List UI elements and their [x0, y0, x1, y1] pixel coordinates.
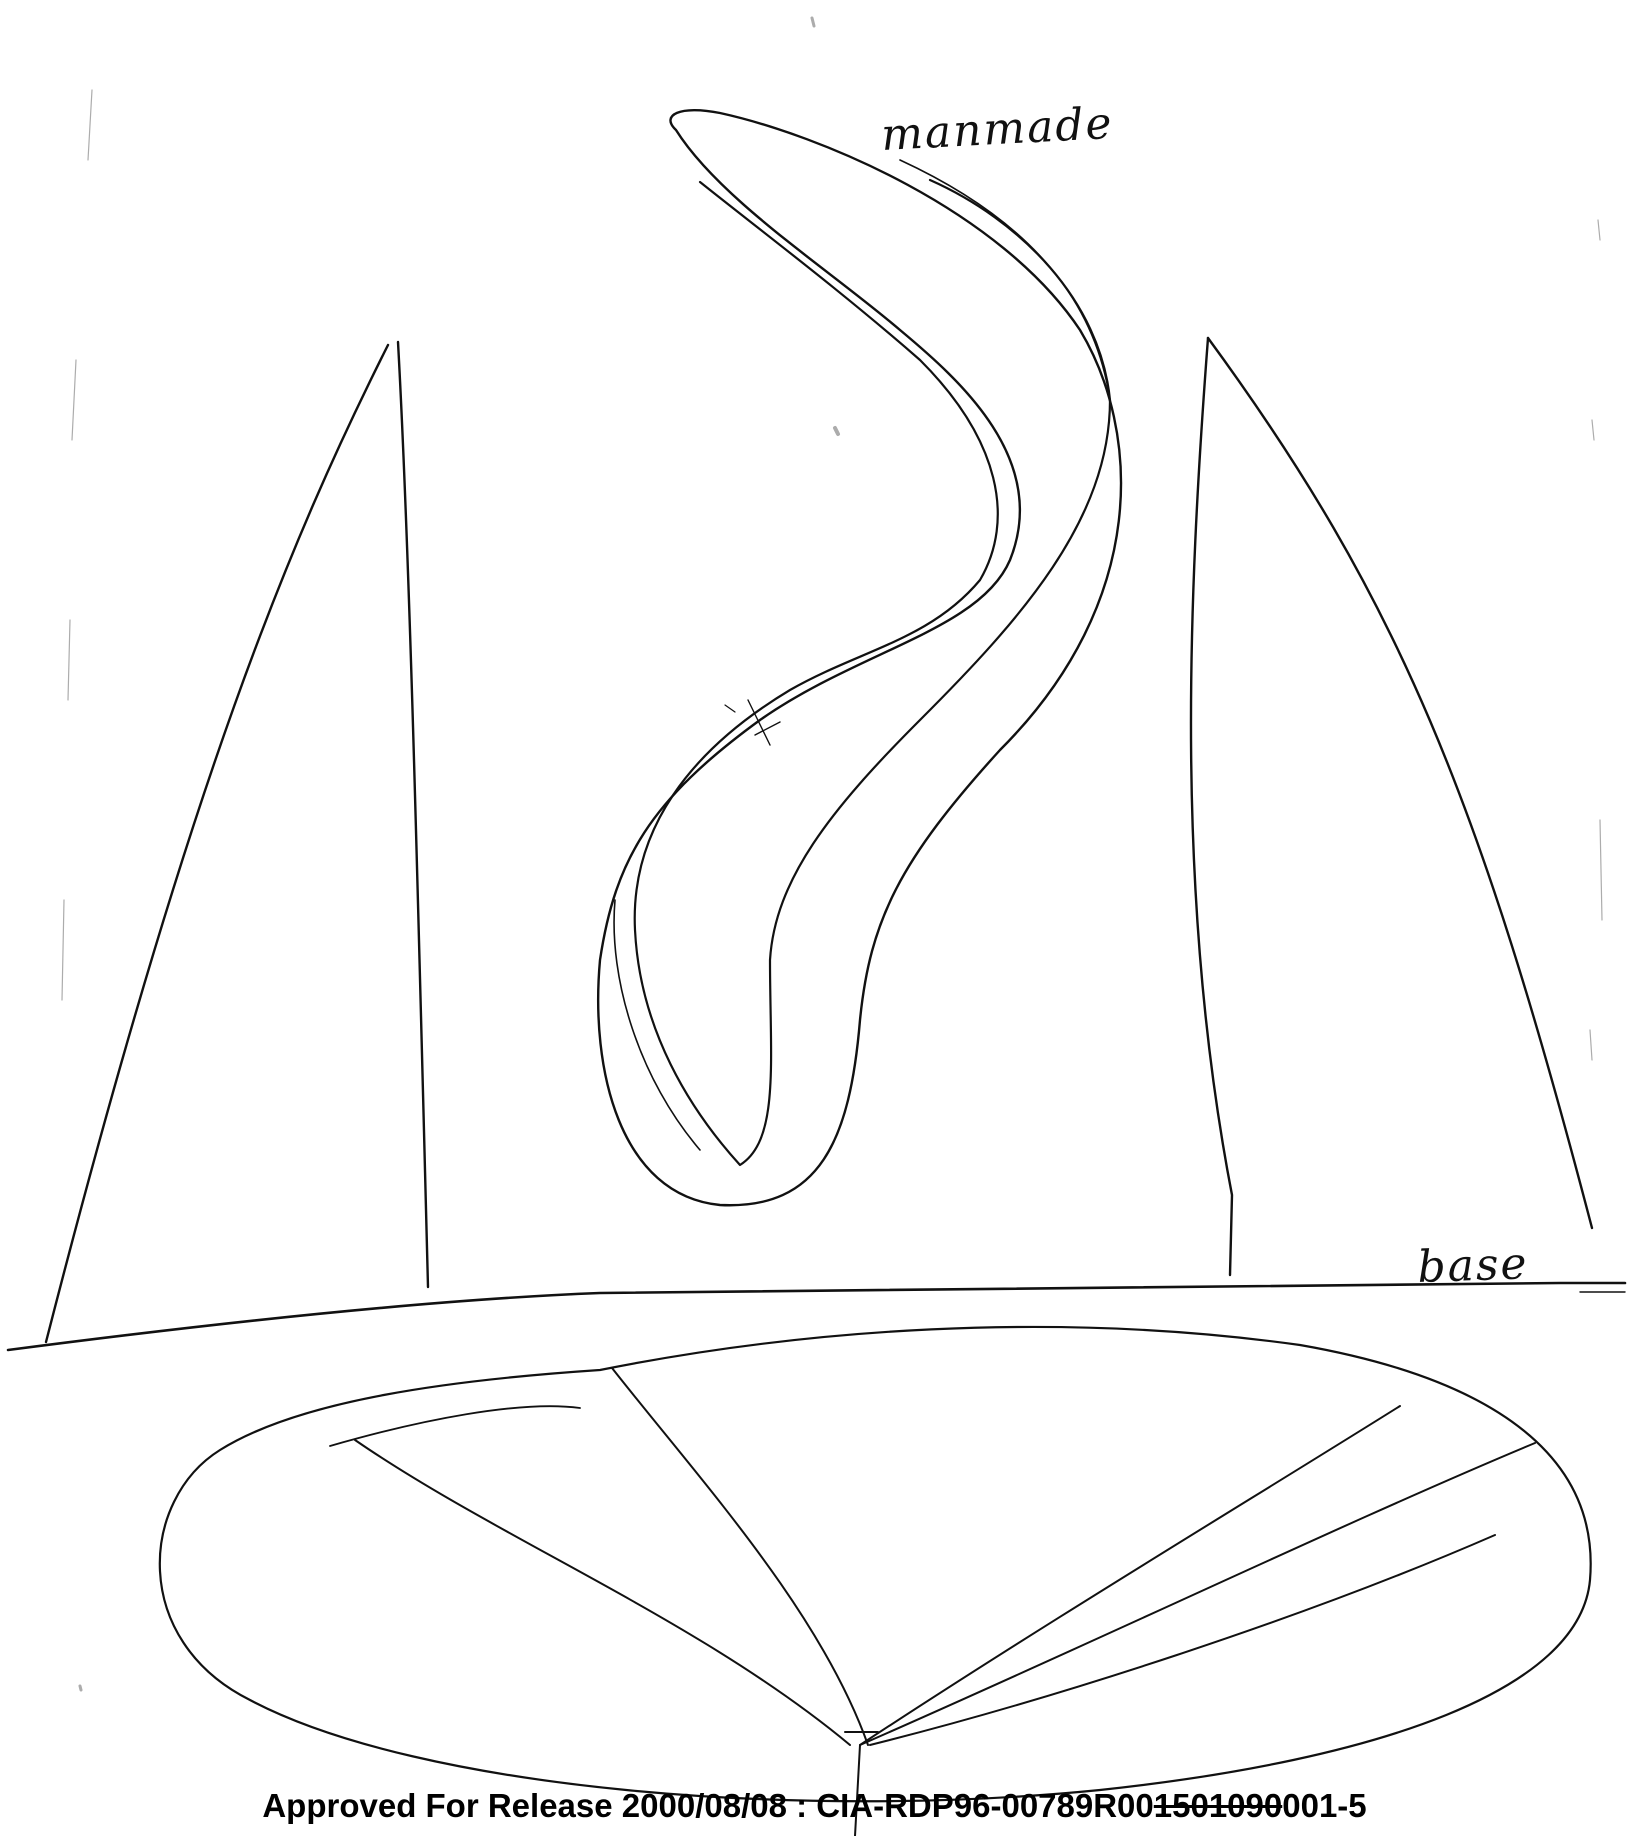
base-line — [8, 1283, 1625, 1350]
release-stamp-struck: 1501090 — [1154, 1787, 1282, 1824]
bottom-oval — [160, 1327, 1591, 1836]
left-triangle — [46, 342, 428, 1342]
label-base: base — [1417, 1238, 1530, 1293]
manmade-object — [598, 110, 1121, 1205]
release-stamp: Approved For Release 2000/08/08 : CIA-RD… — [0, 1787, 1629, 1825]
right-triangle — [1191, 338, 1592, 1275]
scan-marks — [62, 18, 1602, 1690]
release-stamp-prefix: Approved For Release 2000/08/08 : CIA-RD… — [262, 1787, 1153, 1824]
release-stamp-suffix: 001-5 — [1282, 1787, 1366, 1824]
label-manmade: manmade — [880, 98, 1115, 161]
